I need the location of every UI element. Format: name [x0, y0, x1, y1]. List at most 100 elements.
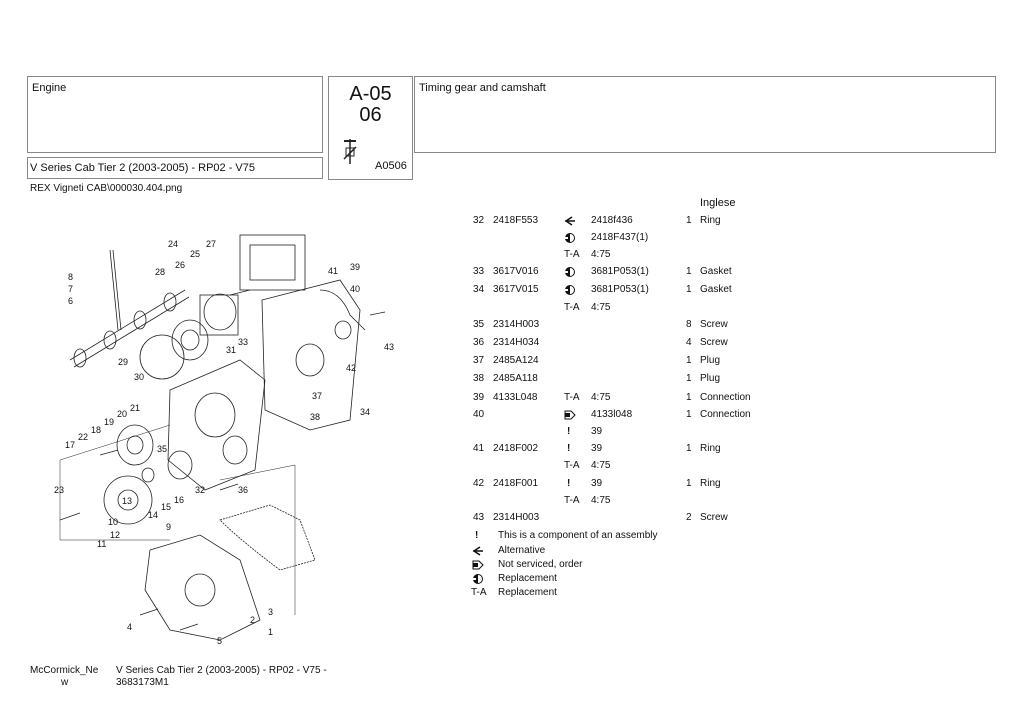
cell-ref: 2418F437(1): [591, 232, 649, 243]
cell-desc: Ring: [700, 478, 721, 489]
svg-text:42: 42: [346, 363, 356, 373]
cell-ref: 4:75: [591, 249, 611, 260]
code-ref: A0506: [375, 160, 407, 172]
svg-text:29: 29: [118, 357, 128, 367]
cell-qty: 1: [686, 409, 692, 420]
table-row: 4:75 T-A: [0, 494, 1024, 508]
svg-text:41: 41: [328, 266, 338, 276]
legend-text: Alternative: [498, 545, 546, 556]
cell-ref: 3681P053(1): [591, 266, 649, 277]
alternative-icon: [564, 216, 576, 231]
table-row: 2418F437(1): [0, 231, 1024, 245]
cell-ref: 4:75: [591, 495, 611, 506]
svg-text:10: 10: [108, 517, 118, 527]
cell-desc: Screw: [700, 337, 728, 348]
cell-part: 2418F553: [493, 215, 539, 226]
cell-desc: Plug: [700, 355, 721, 366]
wrench-icon: [343, 139, 357, 164]
svg-text:15: 15: [161, 502, 171, 512]
image-path: REX Vigneti CAB\000030.404.png: [30, 183, 183, 194]
svg-text:9: 9: [166, 522, 171, 532]
component-icon: !: [567, 478, 571, 489]
replacement-ta-icon: T-A: [564, 392, 580, 403]
cell-pos: 35: [473, 319, 485, 330]
cell-part: 3617V016: [493, 266, 539, 277]
svg-text:32: 32: [195, 485, 205, 495]
svg-text:39: 39: [350, 262, 360, 272]
svg-text:40: 40: [350, 284, 360, 294]
svg-text:24: 24: [168, 239, 178, 249]
svg-text:25: 25: [190, 249, 200, 259]
model-box: V Series Cab Tier 2 (2003-2005) - RP02 -…: [27, 157, 323, 179]
cell-qty: 4: [686, 337, 692, 348]
cell-qty: 1: [686, 373, 692, 384]
svg-text:20: 20: [117, 409, 127, 419]
cell-part: 2418F001: [493, 478, 539, 489]
cell-pos: 32: [473, 215, 485, 226]
svg-text:7: 7: [68, 284, 73, 294]
replacement-ta-icon: T-A: [564, 249, 580, 260]
code-line2: 06: [359, 104, 382, 126]
cell-pos: 38: [473, 373, 485, 384]
replacement-icon: [564, 233, 576, 248]
legend-text: Replacement: [498, 573, 557, 584]
code-line1: A-05: [349, 83, 392, 105]
cell-qty: 1: [686, 478, 692, 489]
cell-part: 2485A118: [493, 373, 538, 384]
svg-text:43: 43: [384, 342, 394, 352]
cell-desc: Connection: [700, 409, 751, 420]
svg-text:19: 19: [104, 417, 114, 427]
description-title: Timing gear and camshaft: [419, 82, 546, 94]
cell-ref: 4:75: [591, 302, 611, 313]
cell-pos: 42: [473, 478, 485, 489]
cell-part: 3617V015: [493, 284, 539, 295]
footer-model-line2: 3683173M1: [116, 677, 169, 688]
cell-qty: 8: [686, 319, 692, 330]
cell-ref: 2418f436: [591, 215, 633, 226]
svg-text:26: 26: [175, 260, 185, 270]
cell-part: 2485A124: [493, 355, 539, 366]
svg-text:17: 17: [65, 440, 75, 450]
replacement-icon: [564, 267, 576, 282]
language-label: Inglese: [700, 197, 736, 209]
cell-qty: 1: [686, 284, 692, 295]
svg-text:16: 16: [174, 495, 184, 505]
replacement-ta-icon: T-A: [471, 587, 487, 598]
cell-ref: 39: [591, 443, 603, 454]
svg-text:35: 35: [157, 444, 167, 454]
svg-text:27: 27: [206, 239, 216, 249]
table-row: 39!: [0, 425, 1024, 439]
svg-text:18: 18: [91, 425, 101, 435]
svg-text:23: 23: [54, 485, 64, 495]
cell-pos: 36: [473, 337, 485, 348]
replacement-ta-icon: T-A: [564, 495, 580, 506]
svg-text:5: 5: [217, 636, 222, 646]
svg-text:14: 14: [148, 510, 158, 520]
svg-text:37: 37: [312, 391, 322, 401]
component-icon: !: [567, 443, 571, 454]
cell-qty: 1: [686, 443, 692, 454]
cell-part: 2314H034: [493, 337, 540, 348]
component-icon: !: [475, 530, 479, 541]
cell-pos: 41: [473, 443, 485, 454]
svg-text:34: 34: [360, 407, 370, 417]
footer-brand-line2: w: [61, 677, 69, 688]
cell-ref: 3681P053(1): [591, 284, 649, 295]
replacement-icon: [472, 574, 484, 588]
table-row: 4:75 T-A: [0, 248, 1024, 262]
not-serviced-icon: [564, 410, 576, 425]
cell-pos: 39: [473, 392, 485, 403]
cell-pos: 37: [473, 355, 485, 366]
model-title: V Series Cab Tier 2 (2003-2005) - RP02 -…: [30, 162, 256, 174]
